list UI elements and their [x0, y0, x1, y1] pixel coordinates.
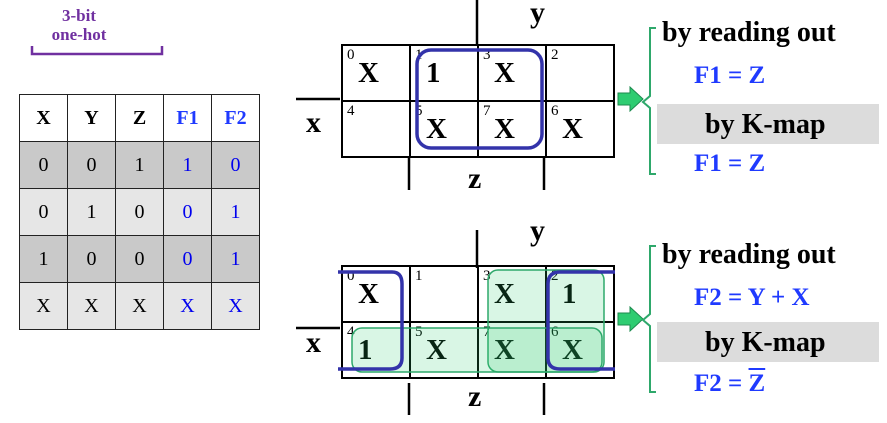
cell: 0 — [115, 188, 164, 236]
truth-table-header: X Y Z F1 F2 — [19, 94, 260, 142]
table-caption: 3-bit one-hot — [44, 6, 114, 44]
header-z: Z — [115, 94, 164, 142]
cell: 0 — [67, 235, 116, 283]
result2-kmap-eq-prefix: F2 = — [694, 370, 749, 397]
kmap1-x-label: x — [306, 106, 321, 139]
cell-index: 6 — [551, 324, 559, 340]
result2-brace — [641, 245, 656, 393]
cell: 1 — [211, 188, 260, 236]
cell: X — [211, 282, 260, 330]
cell-index: 3 — [483, 47, 491, 63]
cell: X — [115, 282, 164, 330]
cell: 0 — [211, 141, 260, 189]
table-row: 1 0 0 0 1 — [19, 235, 260, 283]
kmap2-z-label: z — [468, 380, 482, 413]
cell-index: 1 — [415, 268, 423, 284]
kmap2-axis-lines — [296, 230, 546, 415]
cell-value: 1 — [562, 278, 577, 310]
arrow-right-icon — [617, 86, 644, 112]
arrow-right-icon — [617, 306, 644, 332]
cell: 1 — [67, 188, 116, 236]
cell-value: X — [494, 334, 515, 366]
cell-index: 0 — [347, 268, 355, 284]
result1-brace — [641, 27, 656, 175]
result2-kmap-band — [657, 322, 879, 362]
cell-index: 2 — [551, 47, 559, 63]
cell-value: X — [562, 113, 583, 145]
cell-index: 6 — [551, 103, 559, 119]
result1-kmap-label: by K-map — [705, 109, 826, 140]
cell: X — [163, 282, 212, 330]
result1-kmap-band — [657, 104, 879, 144]
cell: X — [19, 282, 68, 330]
cell-value: X — [494, 278, 515, 310]
result2-reading-label: by reading out — [662, 239, 836, 270]
cell: 1 — [211, 235, 260, 283]
cell-value: 1 — [426, 57, 441, 89]
caption-line1: 3-bit — [62, 6, 96, 25]
kmap-cell: 1 — [409, 265, 479, 323]
cell-value: X — [426, 113, 447, 145]
result2-kmap-label: by K-map — [705, 327, 826, 358]
cell: 0 — [163, 188, 212, 236]
caption-line2: one-hot — [51, 25, 107, 44]
kmap1-group-loop — [415, 48, 544, 150]
table-row: X X X X X — [19, 282, 260, 330]
cell-value: X — [358, 278, 379, 310]
header-x: X — [19, 94, 68, 142]
caption-bracket — [30, 46, 164, 56]
kmap-cell: 4 — [341, 100, 411, 158]
cell-index: 7 — [483, 324, 491, 340]
cell: 1 — [19, 235, 68, 283]
cell-index: 4 — [347, 103, 355, 119]
result2-kmap-eq-var: Z — [748, 370, 766, 397]
cell-value: X — [426, 334, 447, 366]
result2-reading-eq: F2 = Y + X — [694, 284, 810, 311]
cell-index: 4 — [347, 324, 355, 340]
result2-kmap-eq: F2 = Z — [694, 370, 765, 398]
cell: 0 — [115, 235, 164, 283]
cell: 1 — [115, 141, 164, 189]
cell-value: X — [494, 57, 515, 89]
cell-index: 0 — [347, 47, 355, 63]
header-y: Y — [67, 94, 116, 142]
table-row: 0 0 1 1 0 — [19, 141, 260, 189]
cell-index: 2 — [551, 268, 559, 284]
cell: 0 — [67, 141, 116, 189]
cell: 1 — [163, 141, 212, 189]
kmap1-y-label: y — [530, 0, 545, 29]
result1-reading-label: by reading out — [662, 17, 836, 48]
cell-value: X — [562, 334, 583, 366]
cell: X — [67, 282, 116, 330]
result1-kmap-eq: F1 = Z — [694, 150, 766, 177]
cell-value: X — [494, 113, 515, 145]
kmap2-y-label: y — [530, 214, 545, 247]
cell-index: 7 — [483, 103, 491, 119]
cell-index: 3 — [483, 268, 491, 284]
kmap1-z-label: z — [468, 162, 482, 195]
cell-value: X — [358, 57, 379, 89]
kmap-cell: 2 — [545, 44, 615, 102]
kmap1-axis-lines — [296, 0, 546, 190]
cell-index: 5 — [415, 324, 423, 340]
truth-table: X Y Z F1 F2 0 0 1 1 0 0 1 0 0 1 1 0 0 0 … — [19, 94, 260, 330]
cell: 0 — [19, 141, 68, 189]
result1-reading-eq: F1 = Z — [694, 62, 766, 89]
header-f2: F2 — [211, 94, 260, 142]
cell-value: 1 — [358, 334, 373, 366]
cell: 0 — [163, 235, 212, 283]
kmap2-group-loops — [338, 269, 615, 373]
table-row: 0 1 0 0 1 — [19, 188, 260, 236]
kmap2-x-label: x — [306, 326, 321, 359]
cell: 0 — [19, 188, 68, 236]
header-f1: F1 — [163, 94, 212, 142]
